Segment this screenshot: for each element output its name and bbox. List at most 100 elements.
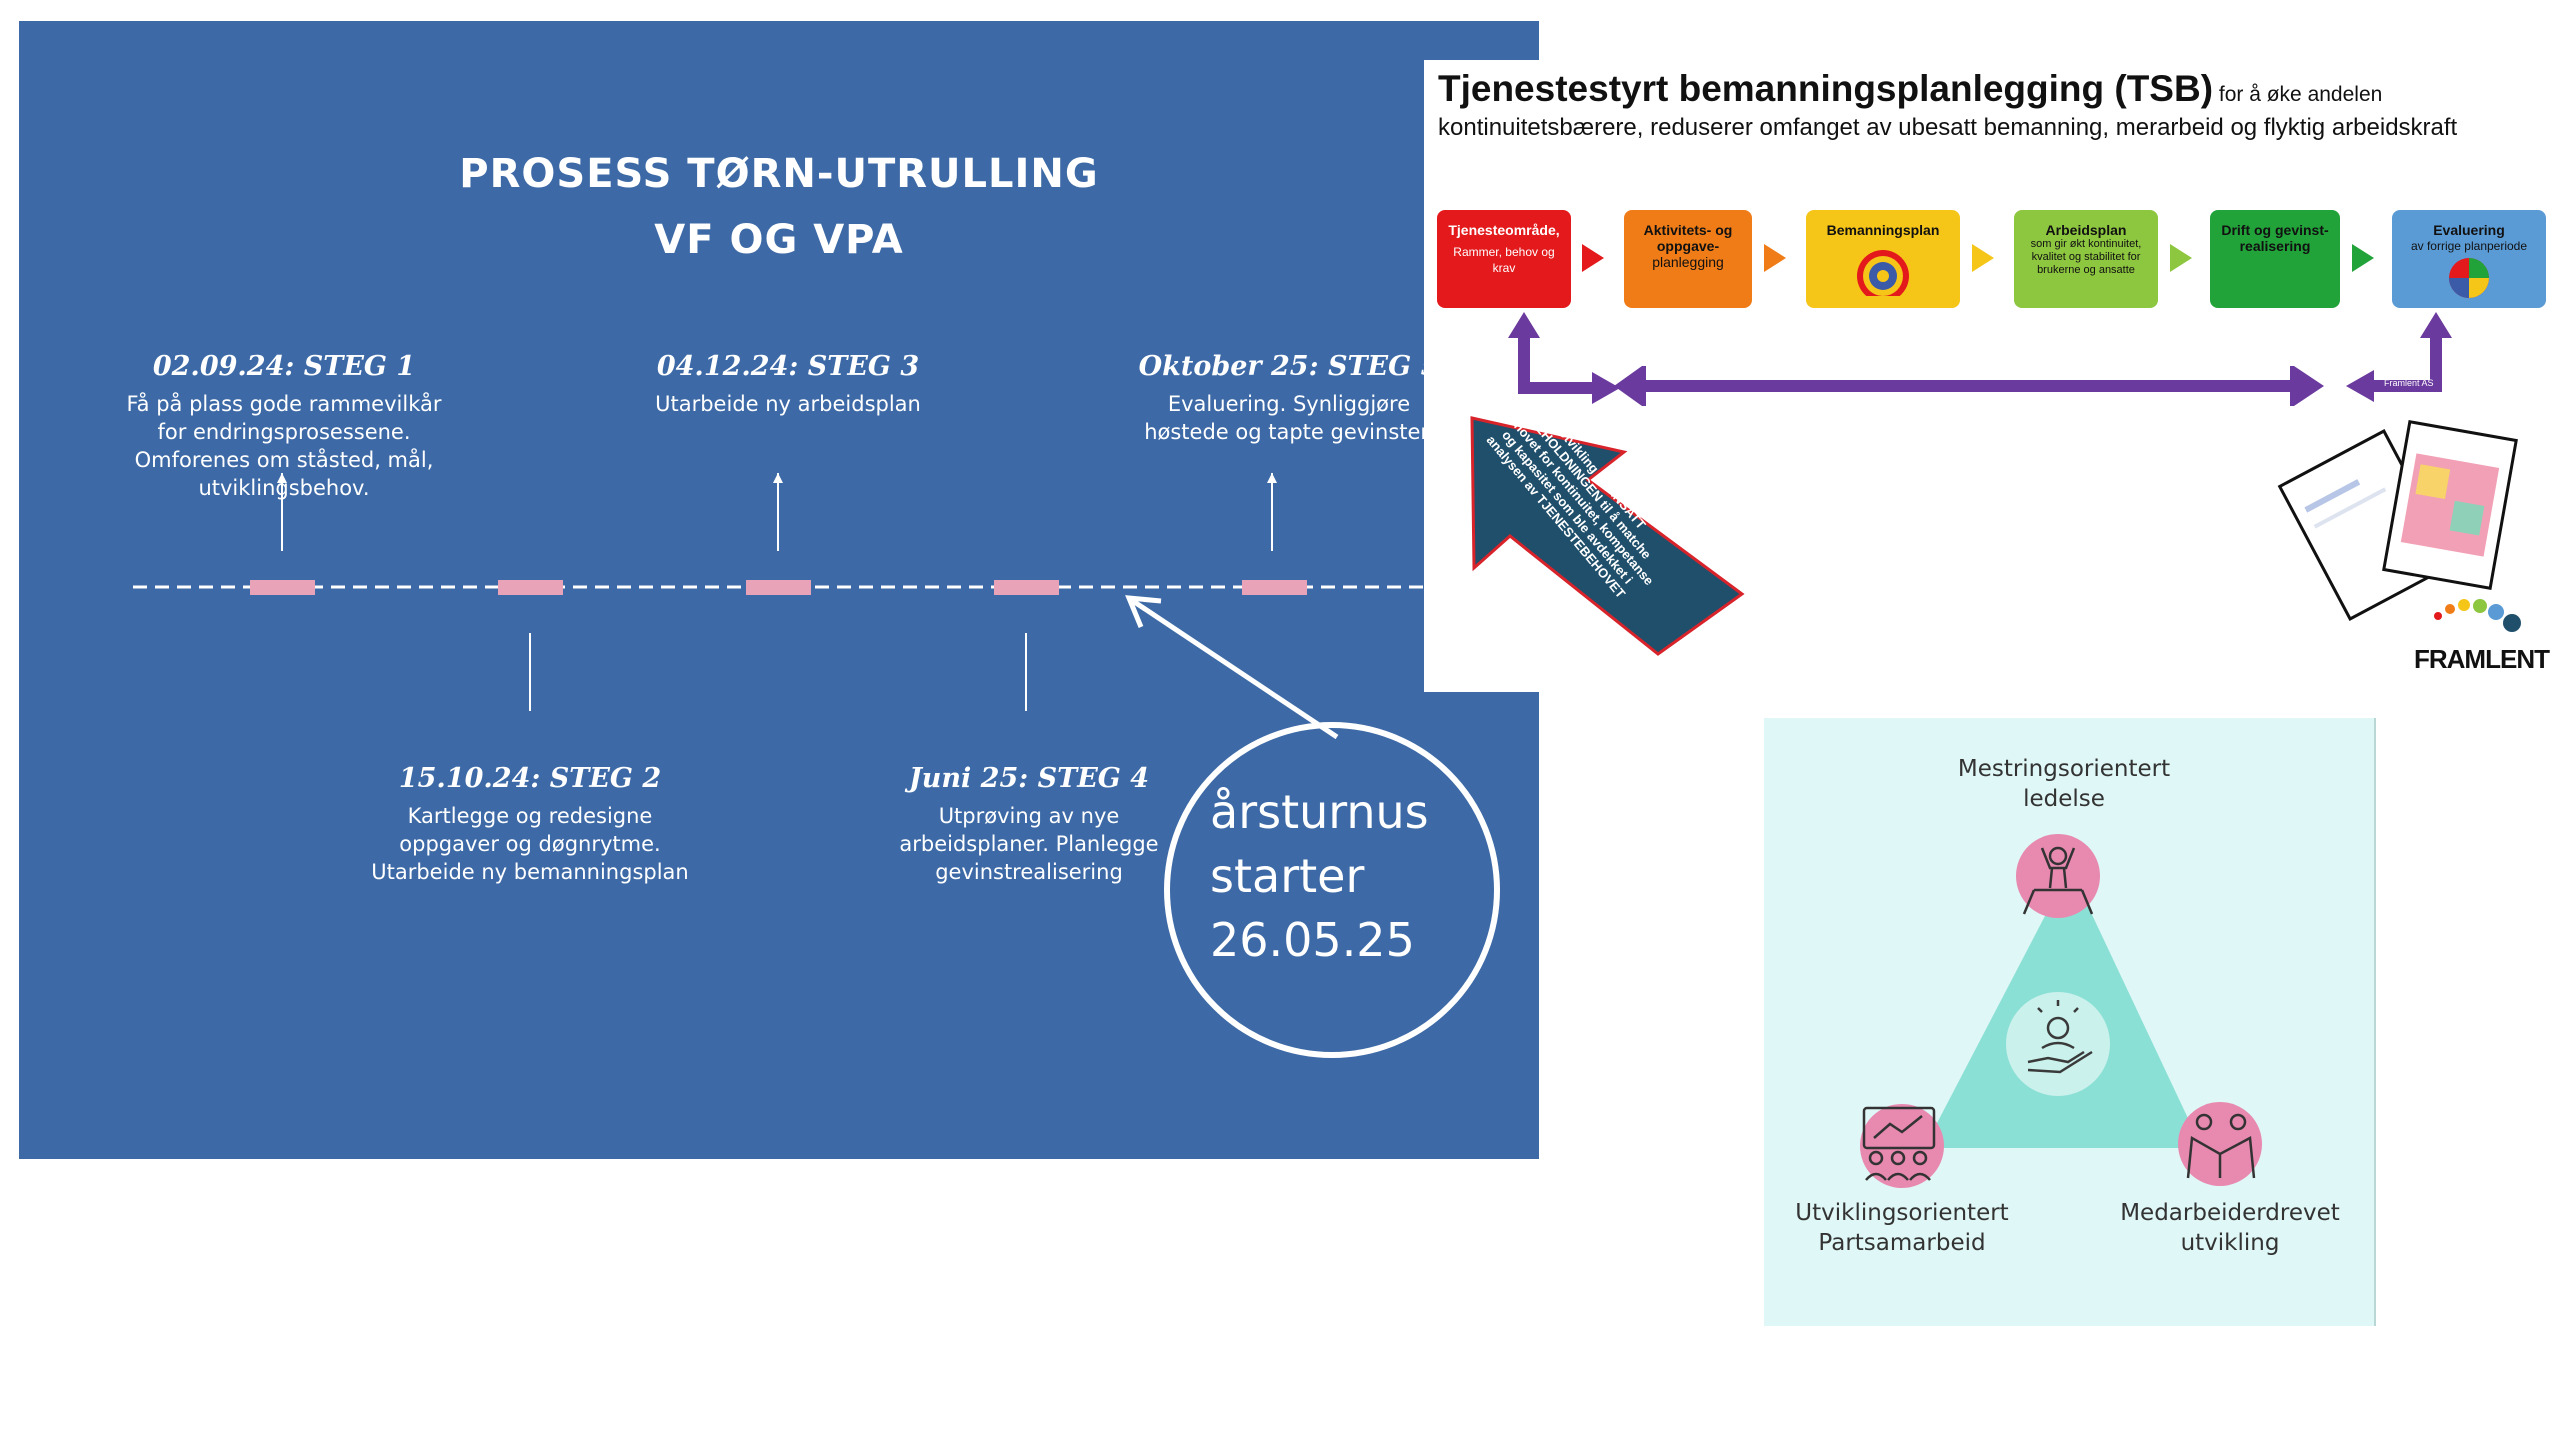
tsb-box-sub: Rammer, behov og krav xyxy=(1453,245,1555,275)
step-1-desc-line: for endringsprosessene. xyxy=(157,420,411,444)
hand-care-icon xyxy=(2027,1000,2093,1074)
step-4: Juni 25: STEG 4 Utprøving av nye arbeids… xyxy=(859,763,1199,886)
step-4-title: Juni 25: STEG 4 xyxy=(908,763,1150,794)
tsb-box-label: Evaluering xyxy=(2433,222,2505,238)
callout-line: starter xyxy=(1210,849,1365,903)
callout-line: årsturnus xyxy=(1210,785,1429,839)
step-5-desc-line: Evaluering. Synliggjøre xyxy=(1167,392,1411,416)
step-4-desc: Utprøving av nye arbeidsplaner. Planlegg… xyxy=(859,802,1199,886)
tsb-box-sub: av forrige planperiode xyxy=(2410,239,2528,253)
step-2-desc-line: Utarbeide ny bemanningsplan xyxy=(371,860,689,884)
timeline-marker-4 xyxy=(994,580,1059,595)
framlent-logo: FRAMLENT xyxy=(2414,644,2550,674)
tsb-box-aktivitet: Aktivitets- og oppgave- planlegging xyxy=(1624,210,1752,308)
ansatt-arrow xyxy=(1470,416,1745,656)
timeline-marker-1 xyxy=(250,580,315,595)
step-4-desc-line: arbeidsplaner. Planlegge xyxy=(899,832,1159,856)
tsb-title: Tjenestestyrt bemanningsplanlegging (TSB… xyxy=(1438,68,2382,110)
callout-text: årsturnus starter 26.05.25 xyxy=(1210,780,1429,972)
tsb-arrow-5 xyxy=(2352,244,2374,272)
timeline-marker-2 xyxy=(498,580,563,595)
triangle-label-line: utvikling xyxy=(2180,1230,2280,1256)
tsb-box-label: Aktivitets- og oppgave- xyxy=(1643,222,1733,254)
partnership-icon xyxy=(1862,1106,1936,1181)
tsb-box-label: Tjenesteområde, xyxy=(1448,222,1560,238)
step-1-desc: Få på plass gode rammevilkår for endring… xyxy=(119,390,449,502)
tsb-title-rest: for å øke andelen xyxy=(2218,83,2383,106)
target-icon xyxy=(1857,250,1909,296)
timeline-graphic xyxy=(133,473,1429,740)
tsb-box-label: Arbeidsplan xyxy=(2045,222,2127,238)
step-5-desc: Evaluering. Synliggjøre høstede og tapte… xyxy=(1109,390,1469,446)
timeline-panel: PROSESS TØRN-UTRULLING VF OG VPA 02.09.2… xyxy=(19,21,1539,1159)
leader-icon-bg xyxy=(2016,834,2100,918)
step-1-desc-line: Få på plass gode rammevilkår xyxy=(126,392,442,416)
tsb-box-drift: Drift og gevinst- realisering xyxy=(2210,210,2340,308)
step-3-desc: Utarbeide ny arbeidsplan xyxy=(608,390,968,418)
callout-line: 26.05.25 xyxy=(1210,913,1415,967)
framlent-small-label: Framlent AS xyxy=(2384,378,2434,388)
triangle-label-line: Partsamarbeid xyxy=(1818,1230,1986,1256)
tsb-arrow-2 xyxy=(1764,244,1786,272)
timeline-marker-3 xyxy=(746,580,811,595)
timeline-marker-5 xyxy=(1242,580,1307,595)
triangle-label-left: Utviklingsorientert Partsamarbeid xyxy=(1764,1198,2040,1258)
callout-circle xyxy=(1164,722,1500,1058)
employee-icon-bg xyxy=(2178,1102,2262,1186)
triangle-label-right: Medarbeiderdrevet utvikling xyxy=(2098,1198,2362,1258)
pie-icon xyxy=(2449,258,2489,298)
step-3: 04.12.24: STEG 3 Utarbeide ny arbeidspla… xyxy=(608,351,968,418)
callout-arrow xyxy=(1131,598,1339,740)
tsb-box-bemanningsplan: Bemanningsplan xyxy=(1806,210,1960,308)
tsb-box-sub: som gir økt kontinuitet, kvalitet og sta… xyxy=(2030,238,2142,276)
step-4-desc-line: Utprøving av nye xyxy=(938,804,1120,828)
step-3-desc-line: Utarbeide ny arbeidsplan xyxy=(655,392,921,416)
tsb-arrow-1 xyxy=(1582,244,1604,272)
tsb-arrow-4 xyxy=(2170,244,2192,272)
triangle-panel: Mestringsorientert ledelse Utviklingsori… xyxy=(1764,718,2376,1326)
step-5-title: Oktober 25: STEG 5 xyxy=(1138,351,1440,382)
partnership-icon-bg xyxy=(1860,1104,1944,1188)
step-5-desc-line: høstede og tapte gevinster. xyxy=(1144,420,1434,444)
tsb-box-label: Drift og gevinst- xyxy=(2221,222,2329,238)
tsb-arrow-3 xyxy=(1972,244,1994,272)
triangle-label-line: Utviklingsorientert xyxy=(1795,1200,2009,1226)
tsb-box-arbeidsplan: Arbeidsplan som gir økt kontinuitet, kva… xyxy=(2014,210,2158,308)
tsb-box-label: Bemanningsplan xyxy=(1826,222,1940,238)
tsb-subtitle: kontinuitetsbærere, reduserer omfanget a… xyxy=(1438,114,2458,141)
tsb-title-bold: Tjenestestyrt bemanningsplanlegging (TSB… xyxy=(1438,68,2214,109)
step-4-desc-line: gevinstrealisering xyxy=(935,860,1123,884)
employee-icon xyxy=(2186,1113,2256,1179)
step-5: Oktober 25: STEG 5 Evaluering. Synliggjø… xyxy=(1109,351,1469,446)
tsb-box-tjenesteomrade: Tjenesteområde, Rammer, behov og krav xyxy=(1437,210,1571,308)
step-1-desc-line: utviklingsbehov. xyxy=(198,476,370,500)
timeline-title-line1: PROSESS TØRN-UTRULLING xyxy=(459,151,1099,197)
triangle-label-line: Medarbeiderdrevet xyxy=(2120,1200,2340,1226)
documents-icon xyxy=(2277,420,2518,621)
timeline-title-line2: VF OG VPA xyxy=(654,217,904,263)
step-2-title: 15.10.24: STEG 2 xyxy=(398,763,662,794)
timeline-title: PROSESS TØRN-UTRULLING VF OG VPA xyxy=(19,141,1539,273)
step-3-title: 04.12.24: STEG 3 xyxy=(656,351,920,382)
tsb-box-evaluering: Evaluering av forrige planperiode xyxy=(2392,210,2546,308)
callout-arrow-head xyxy=(1125,595,1162,628)
tsb-box-sub: realisering xyxy=(2239,238,2311,254)
step-1-title: 02.09.24: STEG 1 xyxy=(152,351,416,382)
triangle-label-top: Mestringsorientert ledelse xyxy=(1924,754,2204,814)
step-1: 02.09.24: STEG 1 Få på plass gode rammev… xyxy=(119,351,449,502)
triangle-label-line: ledelse xyxy=(2023,786,2105,812)
tsb-panel: Tjenestestyrt bemanningsplanlegging (TSB… xyxy=(1424,60,2560,692)
triangle-graphic xyxy=(1860,834,2262,1188)
purple-elbow-arrow-right xyxy=(2370,332,2442,392)
leader-icon xyxy=(2022,846,2094,915)
step-1-desc-line: Omforenes om ståsted, mål, xyxy=(134,448,434,472)
triangle-label-line: Mestringsorientert xyxy=(1957,756,2171,782)
framlent-logo-dots xyxy=(2434,599,2521,632)
step-2-desc-line: oppgaver og døgnrytme. xyxy=(399,832,661,856)
step-2-desc-line: Kartlegge og redesigne xyxy=(407,804,653,828)
purple-elbow-arrow-left xyxy=(1518,332,1596,394)
step-2: 15.10.24: STEG 2 Kartlegge og redesigne … xyxy=(350,763,710,886)
tsb-purple-arrows: Framlent AS xyxy=(1470,312,2521,656)
tsb-box-sub: planlegging xyxy=(1652,254,1724,270)
step-2-desc: Kartlegge og redesigne oppgaver og døgnr… xyxy=(350,802,710,886)
